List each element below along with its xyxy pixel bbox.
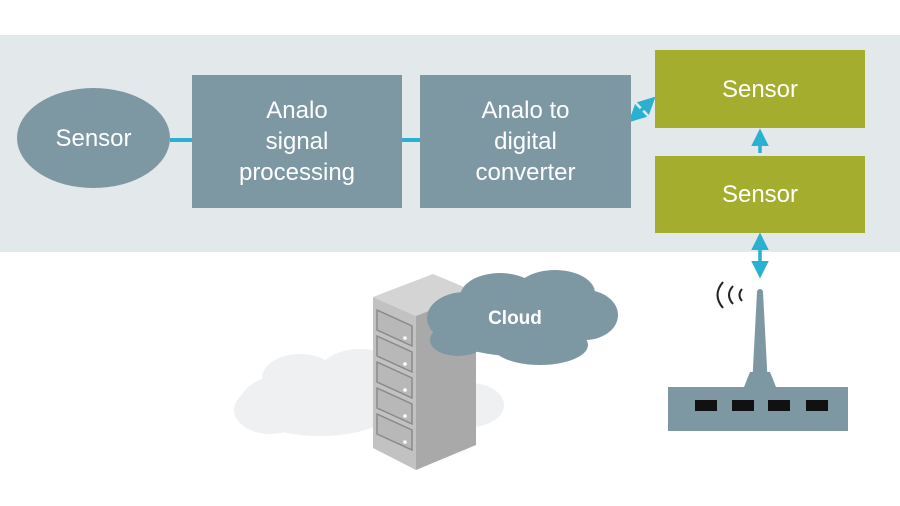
- sensor-top-right-block: Sensor: [655, 50, 865, 128]
- sensor-bottom-right-block: Sensor: [655, 156, 865, 233]
- sensor-left-label-wrap: Sensor: [17, 88, 170, 188]
- adc-label: Analo to digital converter: [475, 97, 576, 186]
- sensor-bottom-right-label: Sensor: [721, 181, 799, 208]
- sensor-left-node: [17, 88, 170, 188]
- analog-processing-label: Analo signal processing: [238, 97, 356, 186]
- analog-processing-block: Analo signal processing: [192, 75, 402, 208]
- cloud-icon: [427, 270, 618, 365]
- connector-adc-to-sensor: [628, 96, 656, 123]
- wireless-router-icon: [668, 289, 848, 431]
- adc-block: Analo to digital converter: [420, 75, 631, 208]
- signal-waves-icon: [716, 281, 743, 309]
- sensor-top-right-label: Sensor: [721, 75, 799, 103]
- sensor-left-label: Sensor: [55, 124, 132, 152]
- cloud-label: Cloud: [488, 308, 542, 329]
